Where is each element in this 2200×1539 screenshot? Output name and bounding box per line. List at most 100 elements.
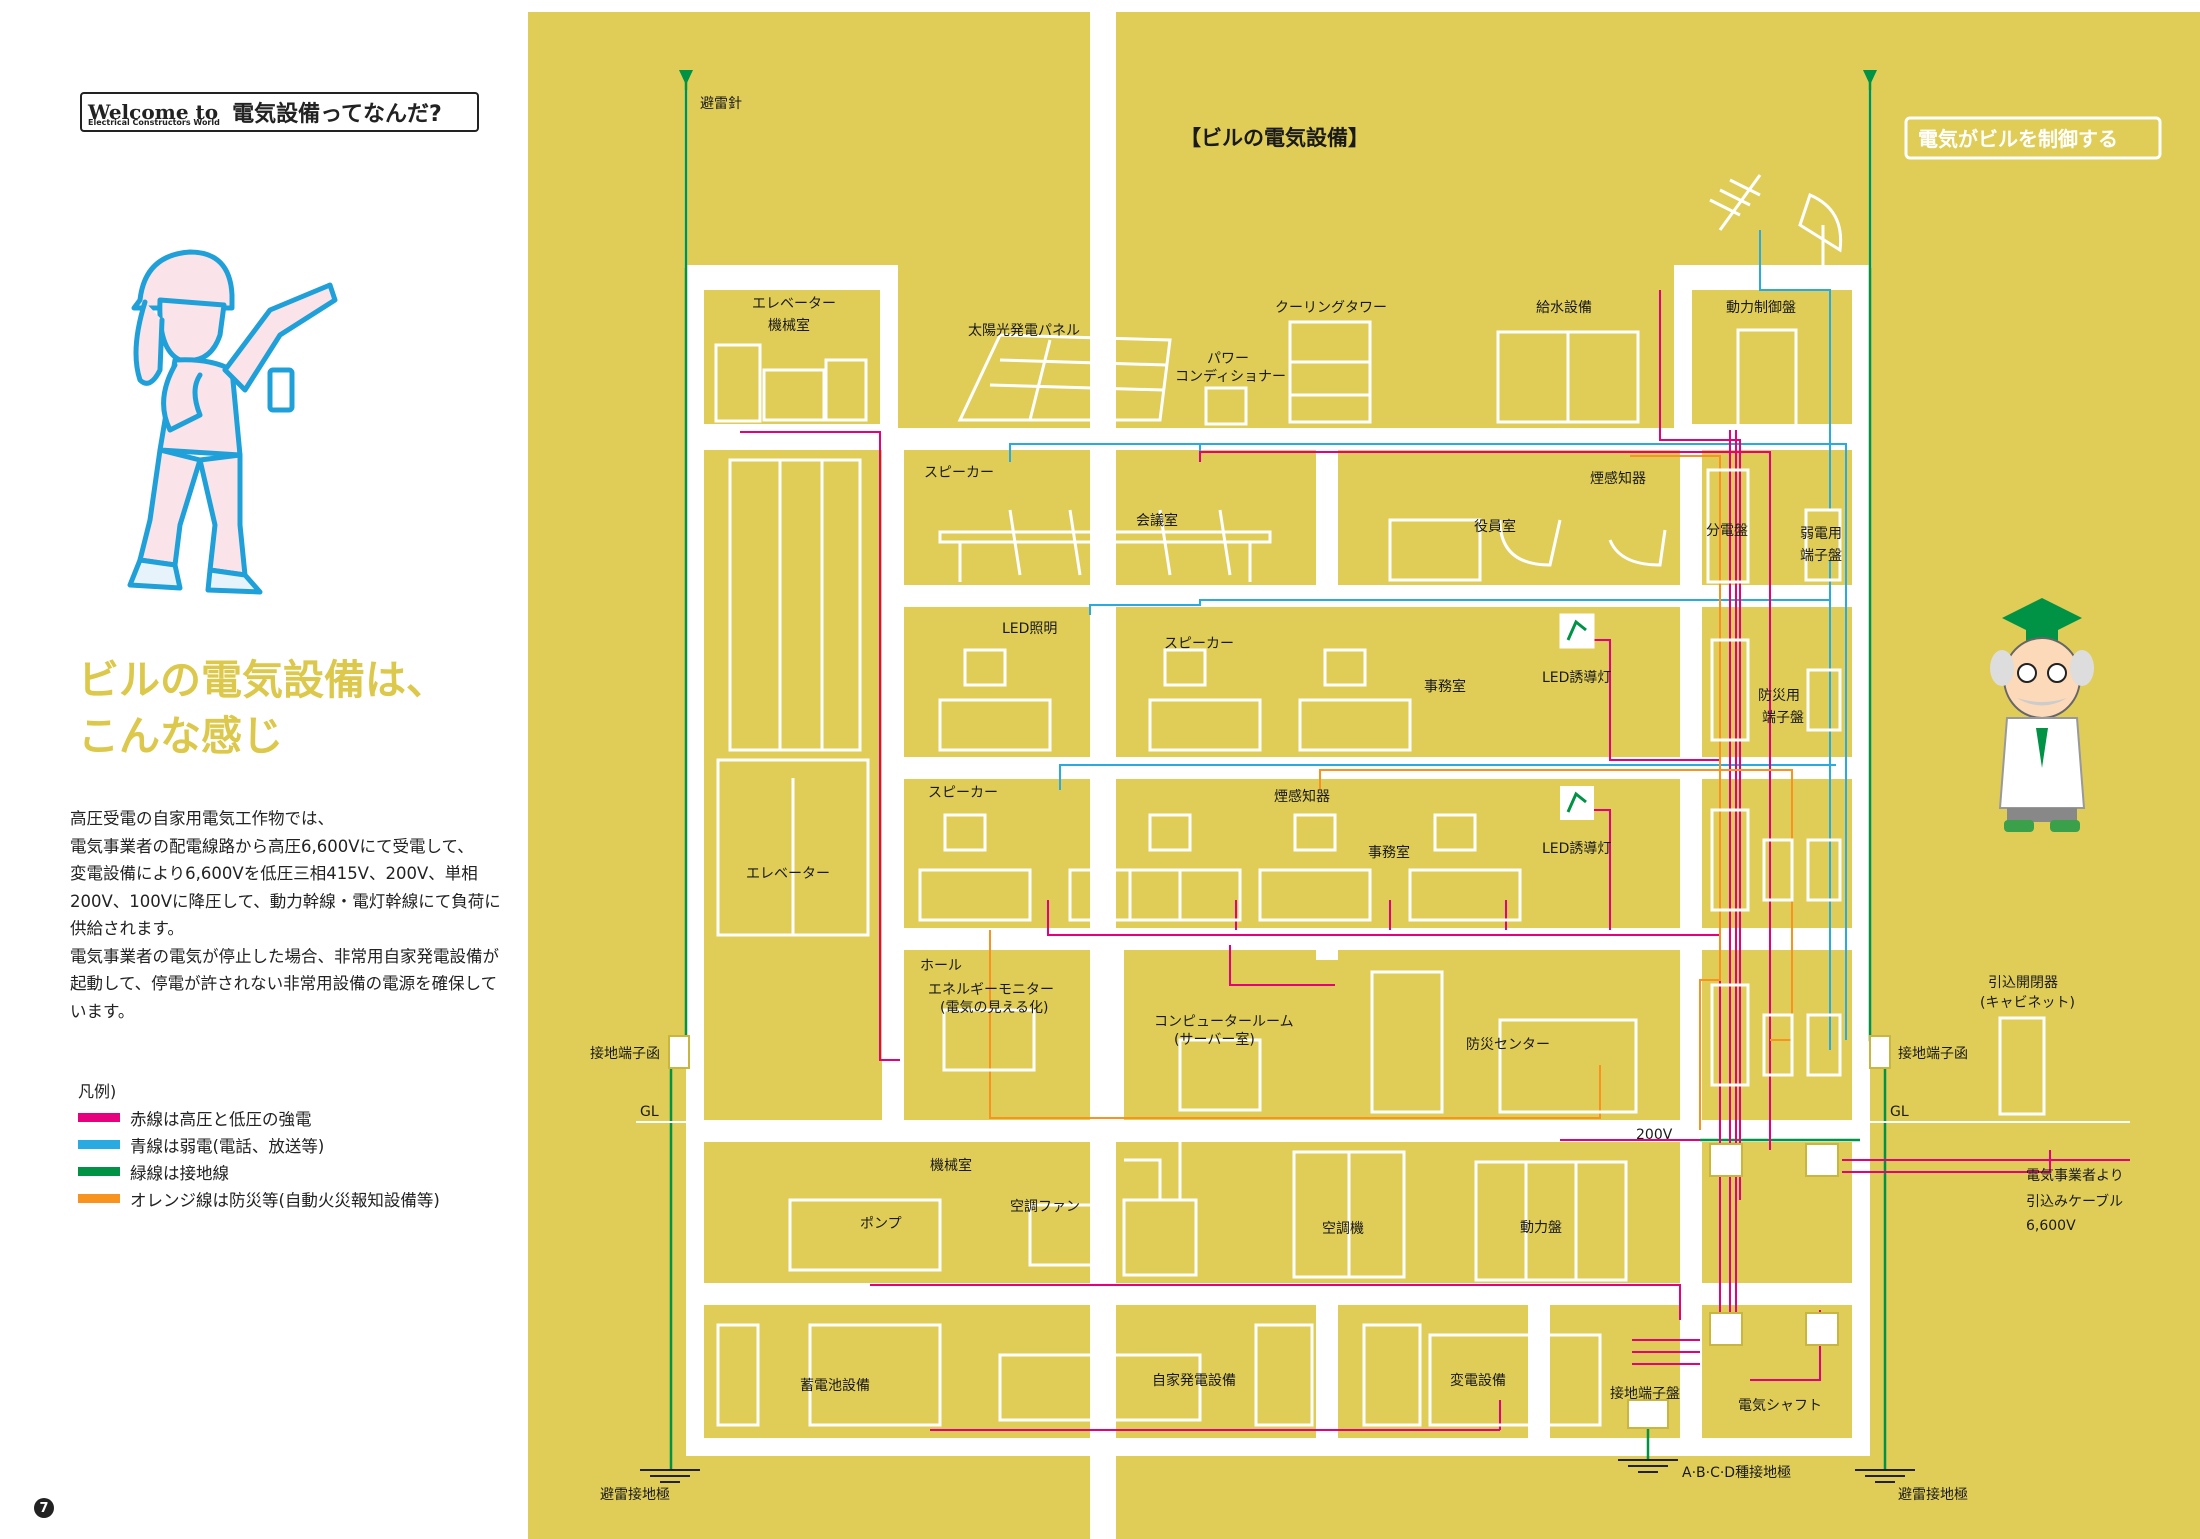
label-speaker-1: スピーカー [924,465,994,481]
legend-item-orange: オレンジ線は防災等(自動火災報知設備等) [78,1185,440,1212]
badge-box [1904,116,2162,160]
headline: ビルの電気設備は、 こんな感じ [78,652,447,764]
label-led-exit-1: LED誘導灯 [1542,670,1611,686]
label-distribution-panel: 分電盤 [1706,523,1748,539]
label-energy-monitor-2: (電気の見える化) [940,1000,1049,1016]
label-lightning-ground-right: 避雷接地極 [1898,1486,1968,1503]
office-desks-1 [938,648,1412,752]
label-power-control-panel: 動力制御盤 [1726,300,1796,316]
room-interiors [704,290,1852,1438]
legend-swatch [78,1113,120,1122]
legend-item-green: 緑線は接地線 [78,1158,440,1185]
label-elevator-machine-room-2: 機械室 [768,317,810,334]
earth-symbols [640,1459,1915,1483]
body-line: 供給されます。 [70,919,184,938]
body-line: 電気事業者の配電線路から高圧6,600Vにて受電して、 [70,836,474,856]
label-office-2: 事務室 [1368,844,1410,861]
label-power-conditioner-2: コンディショナー [1175,368,1286,385]
body-text: 高圧受電の自家用電気工作物では、 電気事業者の配電線路から高圧6,600Vにて受… [70,805,520,1025]
label-power-conditioner-1: パワー [1207,351,1249,367]
professor-character-illustration [1990,598,2094,832]
label-water-supply: 給水設備 [1536,300,1592,316]
label-pump: ポンプ [860,1216,902,1232]
label-voltage-200: 200V [1636,1127,1673,1143]
label-meeting-room: 会議室 [1136,512,1178,529]
label-gl-right: GL [1890,1104,1909,1120]
left-page: Welcome to Electrical Constructors World… [0,0,520,1539]
label-substation: 変電設備 [1450,1372,1506,1389]
body-line: 200V、100Vに降圧して、動力幹線・電灯幹線にて負荷に [70,891,501,911]
label-hall: ホール [920,958,962,974]
label-service-switch-1: 引込開閉器 [1988,975,2058,991]
headline-line-1: ビルの電気設備は、 [78,656,447,704]
diagram-labels: 避雷針 エレベーター 機械室 太陽光発電パネル パワー コンディショナー クーリ… [590,96,2124,1503]
label-ground-terminal-panel: 接地端子盤 [1610,1385,1680,1402]
label-ac-unit: 空調機 [1322,1221,1364,1237]
equipment-drawings [714,174,1843,1427]
label-energy-monitor-1: エネルギーモニター [928,982,1054,998]
legend-swatch [78,1194,120,1203]
label-gl-left: GL [640,1104,659,1120]
label-disaster-terminal-2: 端子盤 [1762,710,1804,726]
label-power-panel: 動力盤 [1520,1220,1562,1236]
legend-label: オレンジ線は防災等(自動火災報知設備等) [130,1190,440,1210]
label-led-lighting: LED照明 [1002,621,1057,637]
label-cooling-tower: クーリングタワー [1275,300,1387,316]
label-elevator-machine-room-1: エレベーター [752,296,836,312]
label-service-switch-2: (キャビネット) [1980,995,2075,1011]
welcome-sub: Electrical Constructors World [88,118,220,127]
rod-tips [679,70,1877,85]
label-elevator: エレベーター [746,866,830,882]
diagram-title: 【ビルの電気設備】 [1180,126,1369,150]
label-lightning-rod: 避雷針 [700,96,742,112]
label-smoke-detector-1: 煙感知器 [1590,470,1646,487]
label-computer-room-1: コンピュータールーム [1154,1014,1294,1030]
label-office-1: 事務室 [1424,678,1466,695]
label-electric-shaft: 電気シャフト [1738,1398,1822,1414]
label-service-cable-1: 電気事業者より [2026,1168,2124,1184]
welcome-banner: Welcome to Electrical Constructors World… [80,92,479,132]
label-disaster-center: 防災センター [1466,1037,1550,1053]
legend-item-blue: 青線は弱電(電話、放送等) [78,1131,440,1158]
headline-line-2: こんな感じ [78,712,283,760]
label-smoke-detector-2: 煙感知器 [1274,788,1330,805]
legend-item-red: 赤線は高圧と低圧の強電 [78,1104,440,1131]
panels [1706,328,2046,1116]
body-line: 高圧受電の自家用電気工作物では、 [70,809,334,828]
label-led-exit-2: LED誘導灯 [1542,841,1611,857]
label-ac-fan: 空調ファン [1010,1199,1080,1215]
office-desks-2 [918,813,1522,922]
page-gutter-overlay [1090,0,1116,1539]
label-executive-room: 役員室 [1474,518,1516,535]
label-ground-terminal-right: 接地端子函 [1898,1045,1968,1062]
legend: 赤線は高圧と低圧の強電 青線は弱電(電話、放送等) 緑線は接地線 オレンジ線は防… [78,1104,440,1212]
terminal-boxes [668,1035,1891,1429]
legend-label: 青線は弱電(電話、放送等) [130,1136,325,1156]
body-line: 変電設備により6,600Vを低圧三相415V、200V、単相 [70,864,478,883]
legend-title: 凡例) [78,1082,117,1101]
label-weak-terminal-2: 端子盤 [1800,548,1842,564]
label-weak-terminal-1: 弱電用 [1800,526,1842,542]
badge-text: 電気がビルを制御する [1918,127,2118,151]
label-generator: 自家発電設備 [1152,1372,1236,1389]
label-battery: 蓄電池設備 [800,1378,870,1394]
label-lightning-ground-left: 避雷接地極 [600,1486,670,1503]
legend-label: 緑線は接地線 [130,1163,229,1183]
label-speaker-2: スピーカー [1164,636,1234,652]
body-line: います。 [70,1001,135,1021]
label-abcd-ground: A·B·C·D種接地極 [1682,1464,1791,1481]
label-machine-room: 機械室 [930,1157,972,1174]
welcome-en: Welcome to [88,100,219,124]
label-speaker-3: スピーカー [928,785,998,801]
legend-swatch [78,1140,120,1149]
body-line: 起動して、停電が許されない非常用設備の電源を確保して [70,974,498,993]
legend-label: 赤線は高圧と低圧の強電 [130,1109,312,1129]
label-computer-room-2: (サーバー室) [1174,1031,1255,1048]
exit-signs [1559,613,1595,820]
page-number-left: 7 [34,1498,54,1518]
weak-current-wiring [1009,230,1847,1050]
worker-character-illustration [127,249,338,595]
body-line: 電気事業者の電気が停止した場合、非常用自家発電設備が [70,946,499,966]
legend-swatch [78,1167,120,1176]
